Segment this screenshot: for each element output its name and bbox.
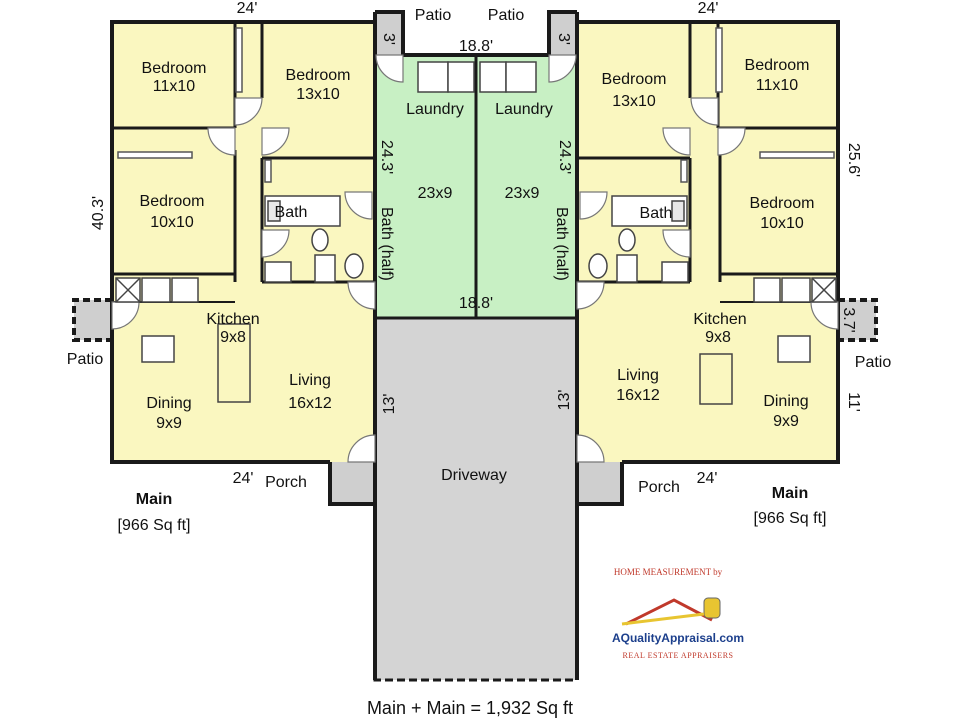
left-closet bbox=[375, 12, 403, 55]
left-bath-label: Bath bbox=[275, 204, 308, 221]
left-main-area: [966 Sq ft] bbox=[118, 517, 191, 534]
right-laundry-name: Laundry bbox=[495, 101, 553, 118]
left-patio-side-label: Patio bbox=[67, 351, 104, 368]
right-dining-size: 9x9 bbox=[773, 413, 799, 430]
right-bedroom-e-size: 10x10 bbox=[760, 215, 804, 232]
left-kitchen-name: Kitchen bbox=[206, 311, 259, 328]
total-area: Main + Main = 1,932 Sq ft bbox=[367, 698, 573, 718]
right-dim-dining-side: 11' bbox=[845, 392, 862, 412]
fixtures bbox=[115, 61, 837, 405]
right-dim-garage: 13' bbox=[556, 390, 573, 411]
right-dim-patio-side: 3.7' bbox=[840, 307, 857, 332]
right-kitchen-name: Kitchen bbox=[693, 311, 746, 328]
right-dim-side: 25.6' bbox=[845, 143, 862, 177]
right-porch bbox=[577, 462, 622, 504]
left-bedroom-w-size: 10x10 bbox=[150, 214, 194, 231]
left-living-size: 16x12 bbox=[288, 395, 332, 412]
right-unit-floor bbox=[577, 22, 838, 462]
left-living-name: Living bbox=[289, 372, 331, 389]
right-bath-half-label: Bath (half) bbox=[553, 207, 570, 281]
wardrobes bbox=[117, 27, 835, 183]
left-patio-top-label: Patio bbox=[415, 7, 452, 24]
left-bedroom-ne-name: Bedroom bbox=[286, 67, 351, 84]
left-unit-floor bbox=[112, 22, 375, 462]
right-dim-top: 24' bbox=[698, 0, 719, 17]
right-porch-label: Porch bbox=[638, 479, 680, 496]
door-swings bbox=[111, 54, 839, 463]
left-bedroom-nw-name: Bedroom bbox=[142, 60, 207, 77]
left-bedroom-nw-size: 11x10 bbox=[153, 78, 196, 95]
right-living-size: 16x12 bbox=[616, 387, 660, 404]
left-dim-garage: 13' bbox=[381, 394, 398, 415]
logo-line2: AQualityAppraisal.com bbox=[612, 631, 744, 645]
logo-line3: REAL ESTATE APPRAISERS bbox=[623, 651, 734, 660]
right-laundry-size: 23x9 bbox=[505, 185, 540, 202]
right-bedroom-e-name: Bedroom bbox=[750, 195, 815, 212]
left-laundry-name: Laundry bbox=[406, 101, 464, 118]
left-kitchen-size: 9x8 bbox=[220, 329, 246, 346]
left-bedroom-w-name: Bedroom bbox=[140, 193, 205, 210]
right-living-name: Living bbox=[617, 367, 659, 384]
left-laundry-size: 23x9 bbox=[418, 185, 453, 202]
left-dim-bottom: 24' bbox=[233, 470, 254, 487]
driveway-label: Driveway bbox=[441, 467, 507, 484]
right-dim-bottom: 24' bbox=[697, 470, 718, 487]
right-kitchen-size: 9x8 bbox=[705, 329, 731, 346]
driveway-area bbox=[375, 318, 577, 680]
house-roof-icon bbox=[625, 598, 713, 626]
right-dim-closet: 3' bbox=[555, 33, 572, 45]
logo-line1: HOME MEASUREMENT by bbox=[614, 567, 723, 577]
tape-measure-icon bbox=[703, 597, 721, 619]
left-dining-size: 9x9 bbox=[156, 415, 182, 432]
left-dining-name: Dining bbox=[146, 395, 191, 412]
left-dim-side: 40.3' bbox=[90, 196, 107, 230]
left-porch-label: Porch bbox=[265, 474, 307, 491]
right-side-patio bbox=[838, 300, 876, 340]
left-bath-half-label: Bath (half) bbox=[378, 207, 395, 281]
left-dim-laundry: 24.3' bbox=[378, 140, 395, 174]
left-main-title: Main bbox=[136, 491, 172, 508]
right-closet bbox=[549, 12, 577, 55]
left-side-patio bbox=[74, 300, 112, 340]
right-dim-laundry: 24.3' bbox=[556, 140, 573, 174]
right-bedroom-nw-name: Bedroom bbox=[602, 71, 667, 88]
right-bath-label: Bath bbox=[640, 205, 673, 222]
left-dim-top: 24' bbox=[237, 0, 258, 17]
appraisal-logo: HOME MEASUREMENT by AQualityAppraisal.co… bbox=[612, 567, 744, 660]
left-dim-closet: 3' bbox=[380, 33, 397, 45]
left-porch bbox=[330, 462, 375, 504]
laundry-width-dim: 18.8' bbox=[459, 38, 493, 55]
mid-width-dim: 18.8' bbox=[459, 295, 493, 312]
right-bedroom-ne-size: 11x10 bbox=[756, 77, 799, 94]
right-bedroom-nw-size: 13x10 bbox=[612, 93, 656, 110]
left-bedroom-ne-size: 13x10 bbox=[296, 86, 340, 103]
right-main-area: [966 Sq ft] bbox=[754, 510, 827, 527]
right-dining-name: Dining bbox=[763, 393, 808, 410]
right-main-title: Main bbox=[772, 485, 808, 502]
right-patio-side-label: Patio bbox=[855, 354, 892, 371]
right-patio-top-label: Patio bbox=[488, 7, 525, 24]
right-bedroom-ne-name: Bedroom bbox=[745, 57, 810, 74]
